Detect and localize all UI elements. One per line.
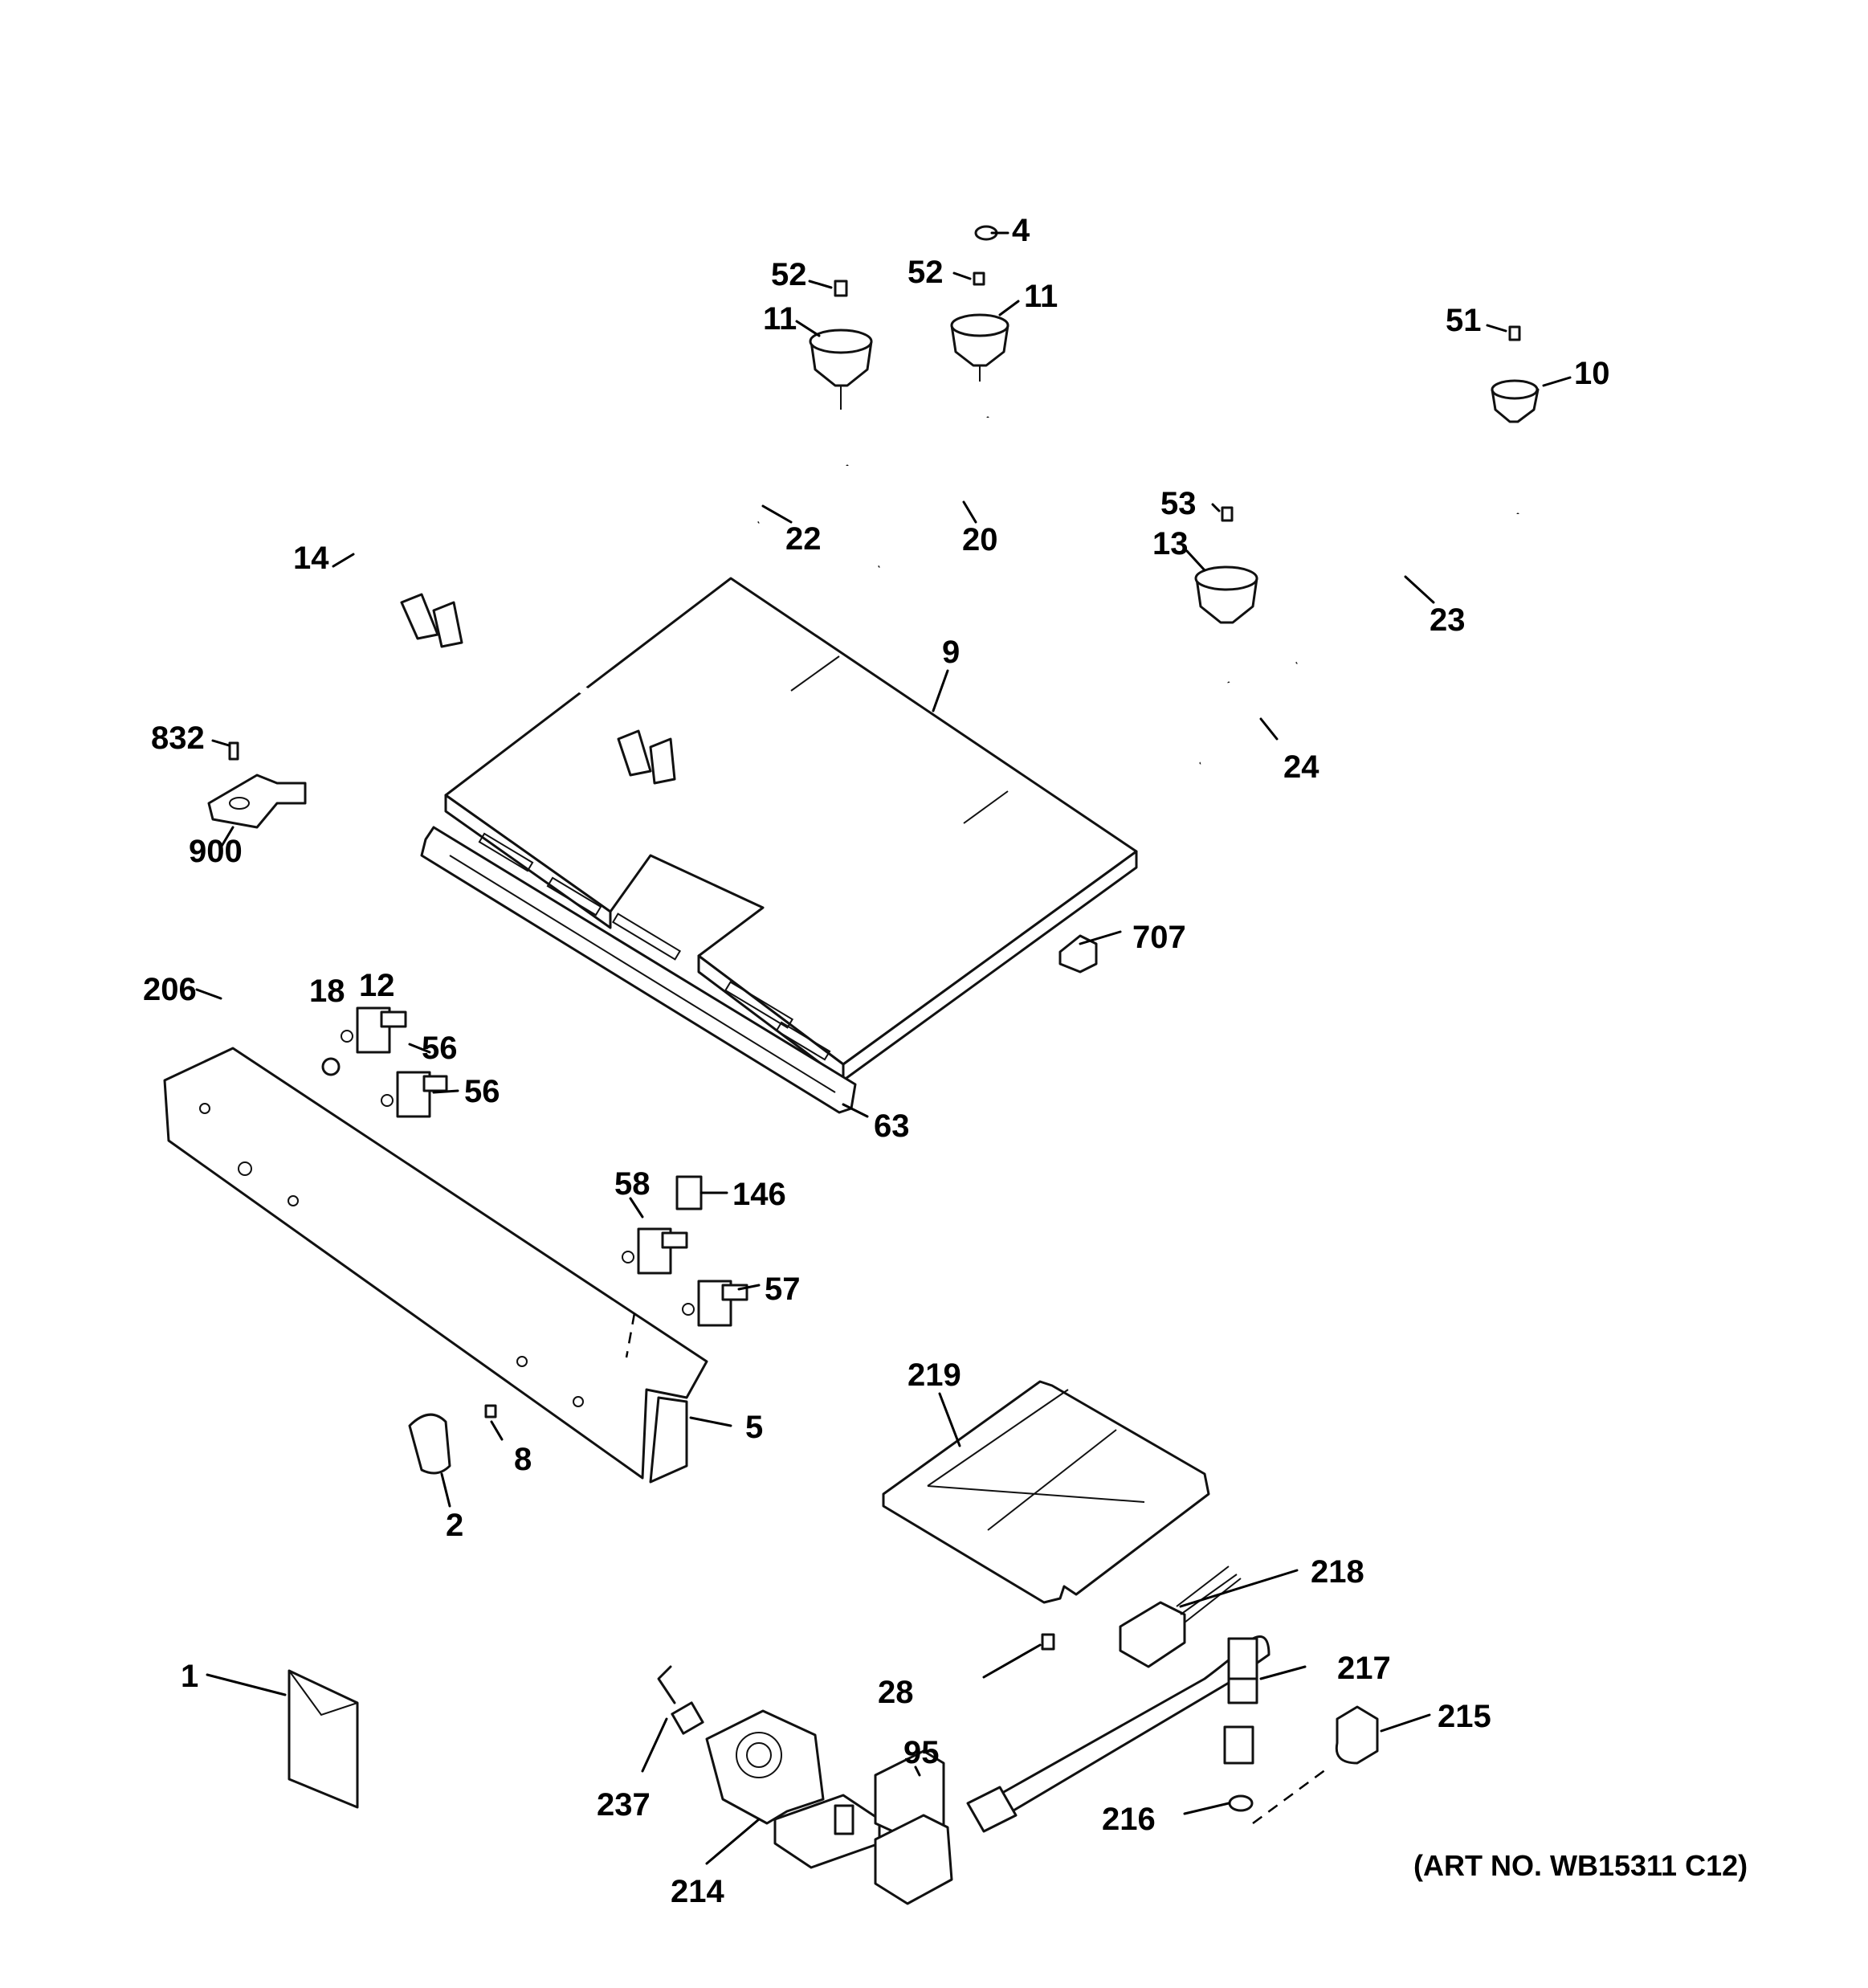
part-23-burner-tube xyxy=(1295,488,1540,664)
part-12-valve xyxy=(341,1006,407,1054)
label-57: 57 xyxy=(765,1272,801,1307)
part-57-valve xyxy=(682,1280,748,1327)
label-9: 9 xyxy=(942,635,960,670)
part-20-burner-tube xyxy=(878,390,1054,568)
label-56: 56 xyxy=(422,1031,458,1066)
part-22-burner-tube xyxy=(757,447,890,524)
label-900: 900 xyxy=(189,834,243,869)
label-218: 218 xyxy=(1311,1554,1364,1590)
label-146: 146 xyxy=(732,1177,786,1212)
label-56: 56 xyxy=(464,1074,500,1109)
part-9-cooktop-panel xyxy=(444,577,1138,1082)
label-52: 52 xyxy=(771,257,807,292)
label-53: 53 xyxy=(1160,486,1197,521)
part-214-regulator xyxy=(705,1709,881,1869)
part-18-nut xyxy=(321,1057,341,1076)
label-206: 206 xyxy=(143,972,197,1007)
label-216: 216 xyxy=(1102,1802,1156,1837)
label-217: 217 xyxy=(1337,1651,1391,1686)
label-707: 707 xyxy=(1132,920,1186,955)
part-13-burner xyxy=(1194,506,1258,624)
label-12: 12 xyxy=(359,968,395,1003)
callout-labels: 4 52 52 11 11 51 10 53 13 14 22 20 23 9 … xyxy=(143,213,1748,1909)
art-number: (ART NO. WB15311 C12) xyxy=(1413,1849,1748,1882)
label-11: 11 xyxy=(763,301,797,337)
label-28: 28 xyxy=(878,1675,914,1710)
label-52: 52 xyxy=(907,255,944,290)
label-1: 1 xyxy=(181,1659,198,1694)
part-14-manifold-pipe xyxy=(336,466,727,785)
label-237: 237 xyxy=(597,1787,651,1823)
label-18: 18 xyxy=(309,974,345,1009)
label-22: 22 xyxy=(785,521,822,557)
part-5-manifold-panel xyxy=(163,1047,708,1484)
label-24: 24 xyxy=(1283,749,1319,785)
label-214: 214 xyxy=(671,1874,724,1909)
assembly-line xyxy=(1252,1766,1330,1825)
part-10-burner xyxy=(1491,325,1540,423)
label-51: 51 xyxy=(1446,303,1482,338)
part-63-support-rail xyxy=(420,826,857,1114)
label-4: 4 xyxy=(1012,213,1030,248)
part-11-burner-left xyxy=(809,280,873,410)
label-5: 5 xyxy=(745,1410,763,1445)
assembly-line xyxy=(625,1312,636,1358)
label-63: 63 xyxy=(874,1108,910,1144)
part-1-literature-packet xyxy=(288,1669,359,1809)
part-56-valve xyxy=(381,1071,448,1118)
label-215: 215 xyxy=(1438,1699,1491,1734)
label-13: 13 xyxy=(1152,526,1189,561)
label-20: 20 xyxy=(962,522,998,557)
leader-lines xyxy=(195,231,1572,1865)
part-707-clip xyxy=(1058,934,1098,974)
label-10: 10 xyxy=(1574,356,1610,391)
part-58-valve xyxy=(622,1227,688,1275)
label-58: 58 xyxy=(614,1166,651,1202)
part-237-fitting xyxy=(657,1665,704,1735)
label-11: 11 xyxy=(1024,279,1058,314)
part-216-nut xyxy=(1223,1725,1254,1812)
part-95-bracket xyxy=(874,1749,953,1905)
part-900-bracket xyxy=(207,741,307,829)
part-8-screw xyxy=(484,1404,497,1419)
label-14: 14 xyxy=(293,541,329,576)
label-95: 95 xyxy=(903,1735,940,1770)
part-218-igniter xyxy=(1119,1565,1242,1668)
label-8: 8 xyxy=(514,1442,532,1477)
part-11-burner-right xyxy=(950,225,1009,382)
label-219: 219 xyxy=(907,1357,961,1393)
part-215-bracket xyxy=(1335,1705,1379,1765)
part-146-clip xyxy=(675,1175,703,1210)
part-24-burner-tube xyxy=(1199,681,1299,765)
label-2: 2 xyxy=(446,1508,463,1543)
label-832: 832 xyxy=(151,720,205,756)
label-23: 23 xyxy=(1430,602,1466,638)
part-28-screw xyxy=(1041,1633,1055,1651)
part-2-knob xyxy=(408,1413,451,1475)
part-219-heat-shield xyxy=(882,1380,1210,1604)
part-217-orifice-holder xyxy=(1227,1637,1258,1704)
